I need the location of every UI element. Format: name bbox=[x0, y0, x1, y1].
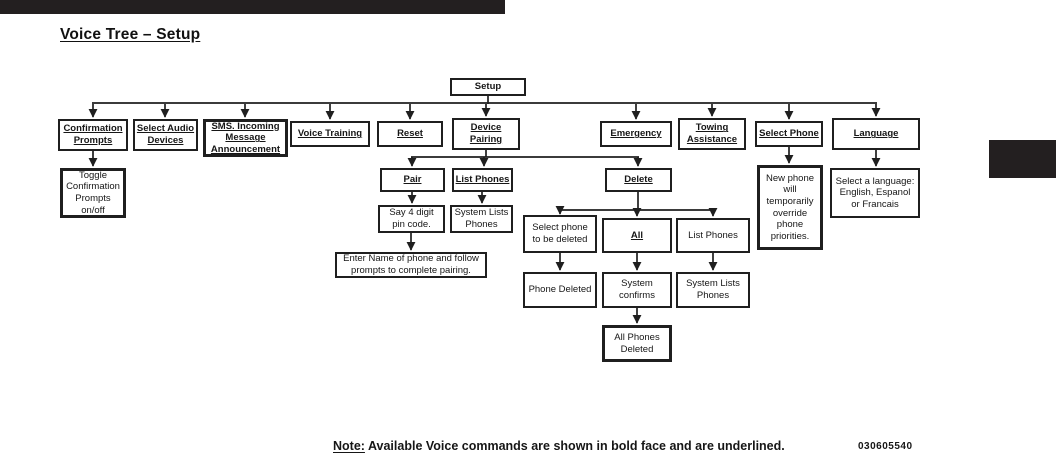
section-tab-marker bbox=[989, 140, 1056, 178]
document-code: 030605540 bbox=[858, 441, 913, 452]
node-pair: Pair bbox=[380, 168, 445, 192]
node-setup: Setup bbox=[450, 78, 526, 96]
node-emergency: Emergency bbox=[600, 121, 672, 147]
node-towing-assistance: Towing Assistance bbox=[678, 118, 746, 150]
page-title: Voice Tree – Setup bbox=[60, 26, 201, 43]
node-phone-deleted: Phone Deleted bbox=[523, 272, 597, 308]
footnote-label: Note: bbox=[333, 439, 365, 453]
node-all-phones-deleted: All Phones Deleted bbox=[602, 325, 672, 362]
node-list-phones-pairing: List Phones bbox=[452, 168, 513, 192]
node-reset: Reset bbox=[377, 121, 443, 147]
footnote: Note: Available Voice commands are shown… bbox=[333, 439, 785, 453]
node-sms-incoming-message-announcement: SMS. Incoming Message Announcement bbox=[203, 119, 288, 157]
node-new-phone-override: New phone will temporarily override phon… bbox=[757, 165, 823, 250]
node-select-audio-devices: Select Audio Devices bbox=[133, 119, 198, 151]
node-system-lists-phones-pairing: System Lists Phones bbox=[450, 205, 513, 233]
node-system-confirms: System confirms bbox=[602, 272, 672, 308]
node-language: Language bbox=[832, 118, 920, 150]
node-enter-name-of-phone: Enter Name of phone and follow prompts t… bbox=[335, 252, 487, 278]
node-all: All bbox=[602, 218, 672, 253]
node-voice-training: Voice Training bbox=[290, 121, 370, 147]
node-delete: Delete bbox=[605, 168, 672, 192]
node-system-lists-phones-delete: System Lists Phones bbox=[676, 272, 750, 308]
node-list-phones-delete: List Phones bbox=[676, 218, 750, 253]
node-device-pairing: Device Pairing bbox=[452, 118, 520, 150]
footnote-text: Available Voice commands are shown in bo… bbox=[367, 439, 785, 453]
top-black-bar bbox=[0, 0, 505, 14]
node-say-4-digit-pin: Say 4 digit pin code. bbox=[378, 205, 445, 233]
node-select-a-language: Select a language: English, Espanol or F… bbox=[830, 168, 920, 218]
node-select-phone-to-delete: Select phone to be deleted bbox=[523, 215, 597, 253]
node-select-phone: Select Phone bbox=[755, 121, 823, 147]
node-toggle-confirmation-prompts: Toggle Confirmation Prompts on/off bbox=[60, 168, 126, 218]
node-confirmation-prompts: Confirmation Prompts bbox=[58, 119, 128, 151]
